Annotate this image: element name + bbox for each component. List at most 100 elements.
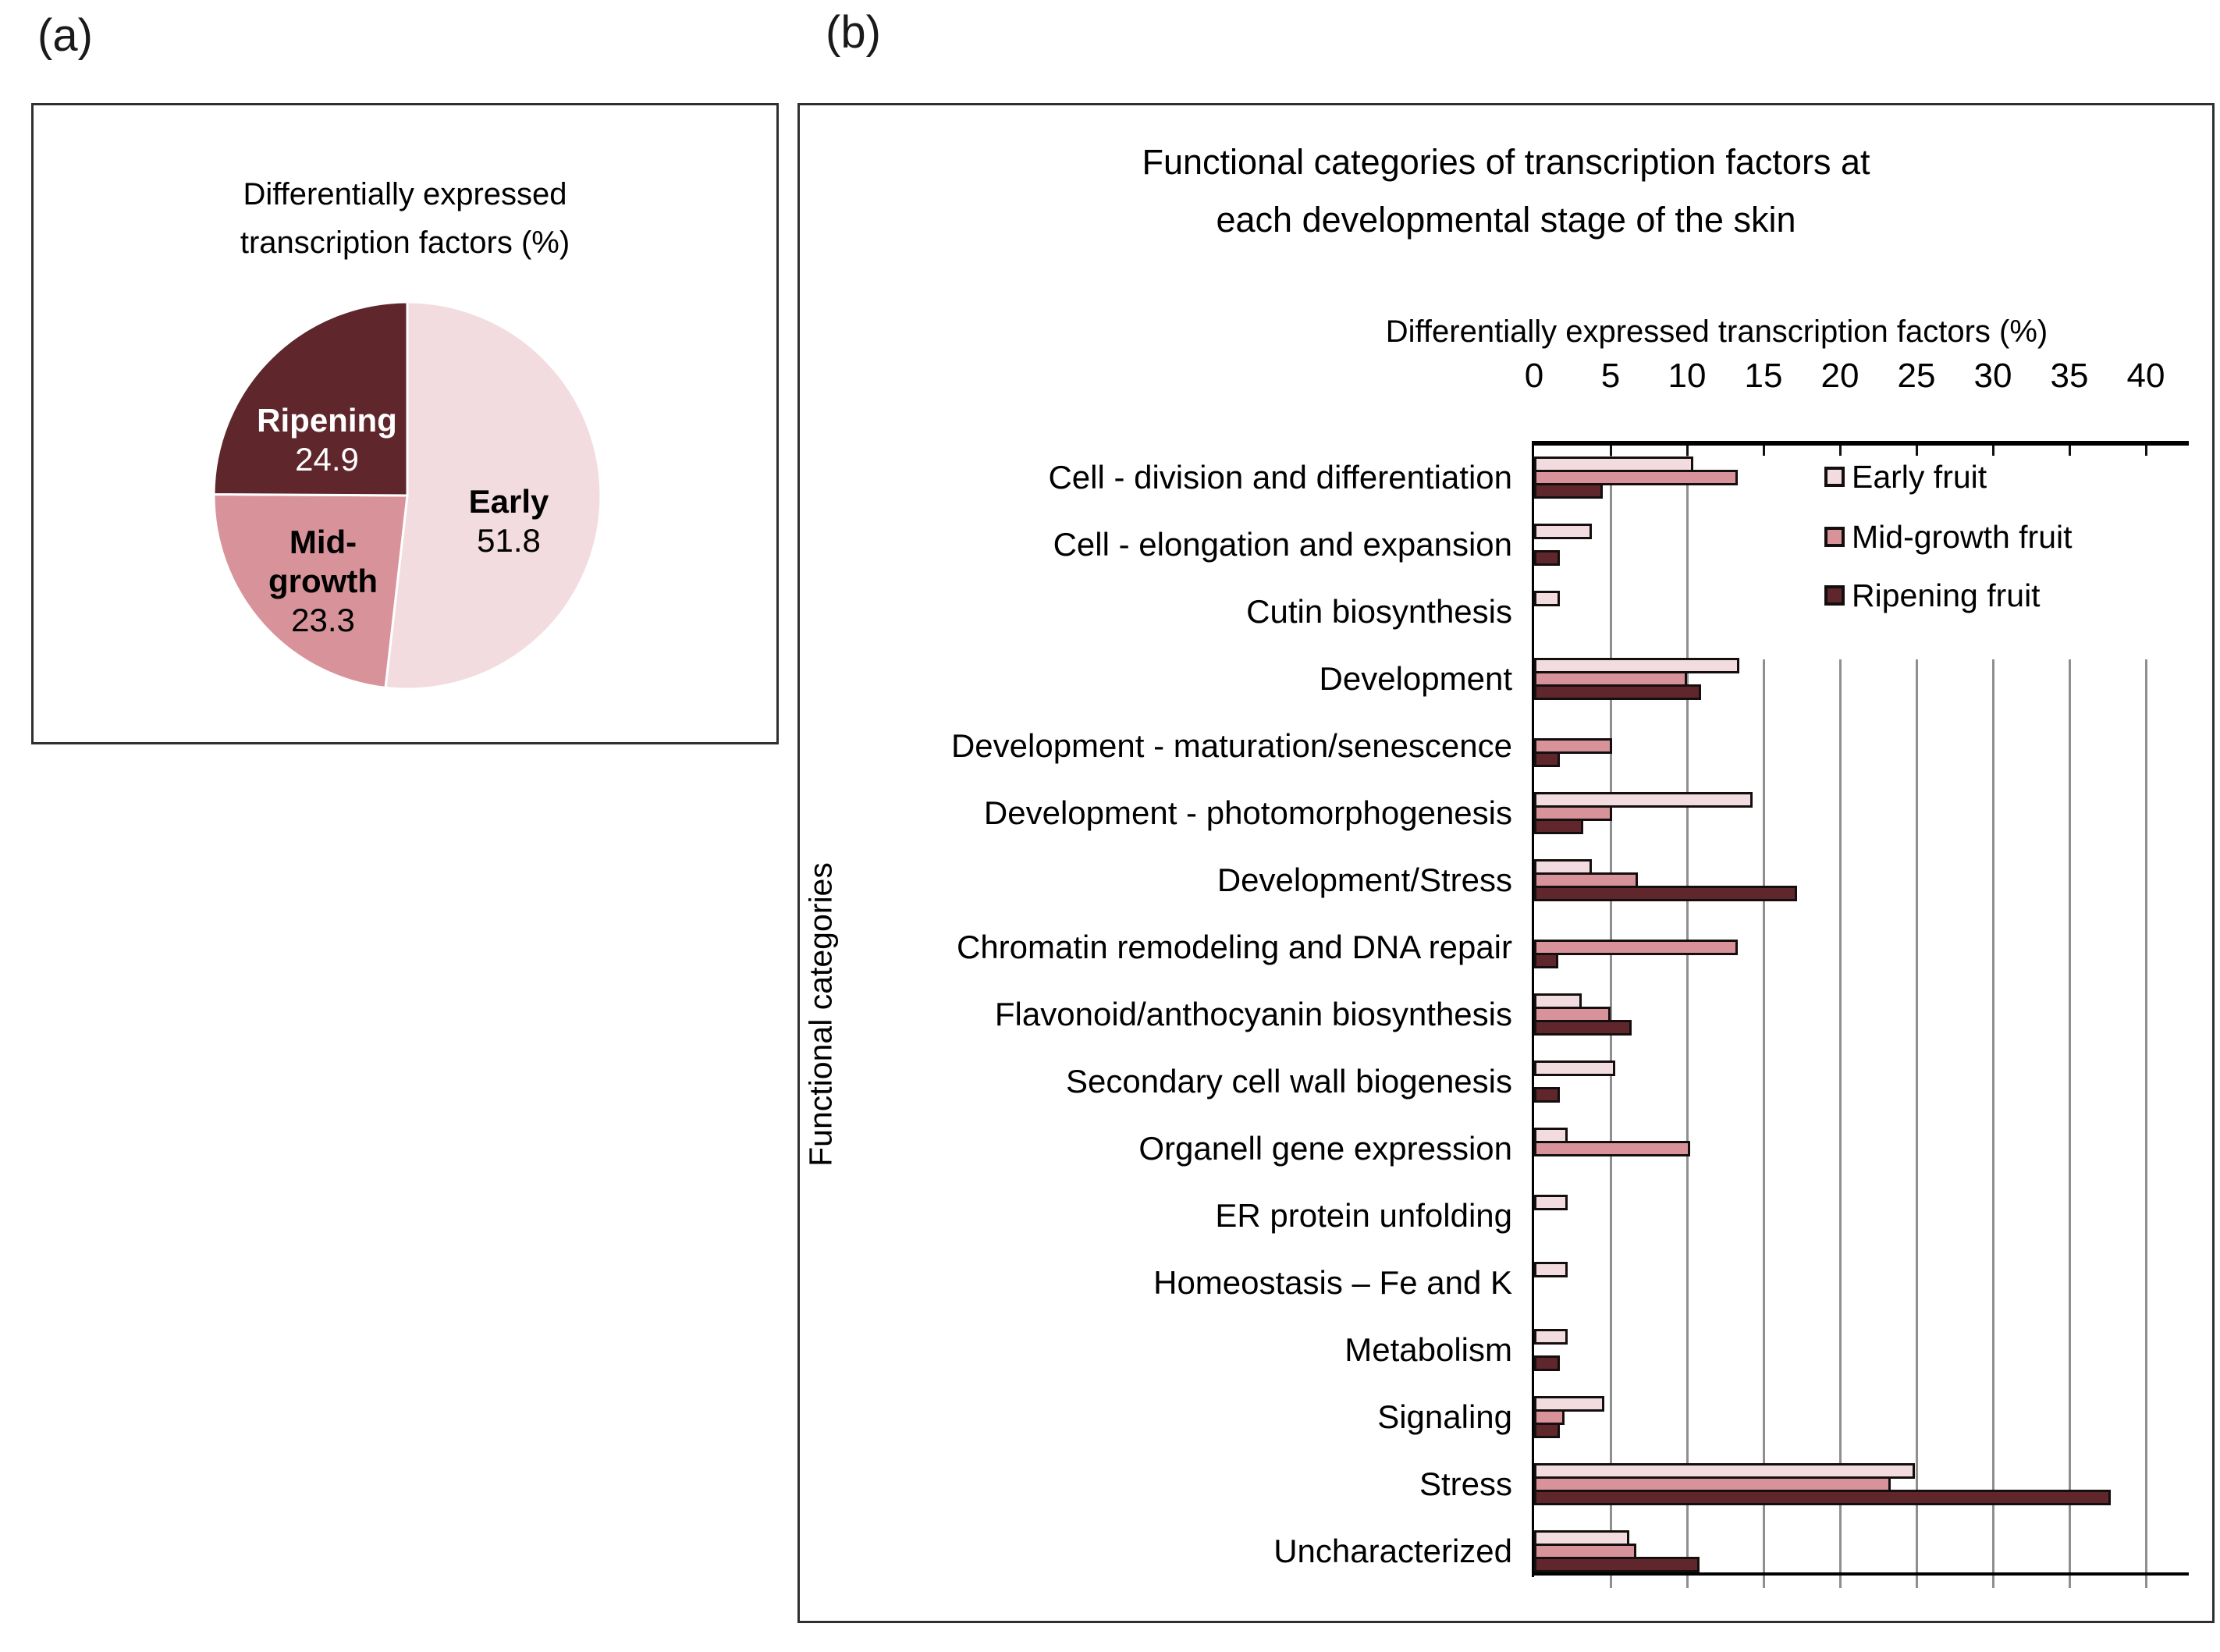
pie-slice-name: Early	[468, 483, 549, 520]
legend-marker-early-fruit	[1824, 467, 1845, 487]
gridline-5	[1609, 446, 1612, 1588]
left-axis-line	[1532, 441, 1534, 1577]
legend-item-ripening-fruit: Ripening fruit	[1824, 577, 2041, 614]
category-label: Metabolism	[1344, 1331, 1512, 1368]
category-label: Development - maturation/senescence	[950, 727, 1512, 764]
bar-title-line1: Functional categories of transcription f…	[1142, 142, 1870, 182]
bar-mid-growth-fruit	[1534, 738, 1612, 754]
legend-label: Ripening fruit	[1852, 577, 2041, 613]
category-label: Development/Stress	[1217, 862, 1512, 898]
x-tick-label-5: 5	[1600, 357, 1621, 395]
x-tick-label-25: 25	[1897, 357, 1936, 395]
pie-title-line2: transcription factors (%)	[240, 226, 570, 260]
bar-title-line2: each developmental stage of the skin	[1216, 200, 1796, 240]
axis-tick-10	[1685, 446, 1689, 456]
bar-ripening-fruit	[1534, 550, 1561, 566]
panel-a-tag: (a)	[37, 10, 93, 61]
category-label: Organell gene expression	[1138, 1130, 1512, 1167]
axis-tick-25	[1915, 446, 1918, 456]
bar-early-fruit	[1534, 591, 1561, 606]
category-label: Development - photomorphogenesis	[983, 794, 1512, 831]
x-tick-label-30: 30	[1973, 357, 2012, 395]
pie-slice-early	[384, 300, 602, 691]
bar-mid-growth-fruit	[1534, 940, 1738, 955]
axis-tick-15	[1762, 446, 1765, 456]
axis-tick-5	[1609, 446, 1612, 456]
axis-tick-20	[1838, 446, 1842, 456]
bottom-axis-line	[1532, 1572, 2189, 1576]
category-label: Cutin biosynthesis	[1246, 593, 1512, 630]
category-label: Cell - elongation and expansion	[1053, 526, 1512, 563]
pie-slice-value: 23.3	[291, 602, 355, 638]
category-label: Uncharacterized	[1273, 1533, 1512, 1569]
x-tick-label-35: 35	[2050, 357, 2089, 395]
gridline-30	[1991, 446, 1994, 1588]
bar-early-fruit	[1534, 1396, 1605, 1412]
legend-item-early-fruit: Early fruit	[1824, 458, 1987, 496]
gridline-25	[1915, 446, 1918, 1588]
bar-ripening-fruit	[1534, 1355, 1561, 1371]
panel-a-box: Differentially expressed transcription f…	[31, 103, 779, 744]
bar-early-fruit	[1534, 524, 1593, 539]
gridline-20	[1838, 446, 1842, 1588]
top-axis-line	[1532, 441, 2189, 446]
bar-ripening-fruit	[1534, 819, 1583, 834]
category-label: Flavonoid/anthocyanin biosynthesis	[994, 996, 1512, 1032]
category-label: Stress	[1419, 1465, 1512, 1502]
pie-svg	[212, 300, 602, 691]
category-label: ER protein unfolding	[1215, 1197, 1512, 1234]
bar-mid-growth-fruit	[1534, 470, 1738, 485]
pie-slice-ripening	[212, 300, 409, 497]
x-axis-tick-labels: 0 5 10 15 20 25 30 35 40	[800, 357, 2212, 400]
bar-ripening-fruit	[1534, 1490, 2111, 1505]
pie-slice-mid-growth	[212, 492, 409, 690]
bar-early-fruit	[1534, 792, 1753, 808]
category-label: Secondary cell wall biogenesis	[1066, 1063, 1512, 1100]
x-axis-title: Differentially expressed transcription f…	[1385, 314, 2048, 349]
legend-label: Early fruit	[1852, 458, 1987, 495]
bar-ripening-fruit	[1534, 886, 1798, 901]
axis-tick-40	[2144, 446, 2147, 456]
bar-early-fruit	[1534, 1195, 1568, 1210]
bar-ripening-fruit	[1534, 751, 1561, 767]
legend-label: Mid-growth fruit	[1852, 518, 2073, 555]
gridline-35	[2068, 446, 2071, 1588]
bar-mid-growth-fruit	[1534, 1141, 1690, 1156]
axis-tick-35	[2068, 446, 2071, 456]
category-label: Cell - division and differentiation	[1048, 459, 1512, 496]
x-tick-label-10: 10	[1668, 357, 1707, 395]
pie-slice-name: Ripening	[257, 402, 397, 439]
x-tick-label-15: 15	[1744, 357, 1783, 395]
gridline-10	[1685, 446, 1689, 1588]
pie-slice-name: Mid-growth	[268, 524, 378, 599]
bar-ripening-fruit	[1534, 1423, 1561, 1438]
gridline-15	[1762, 446, 1765, 1588]
pie-title-line1: Differentially expressed	[243, 177, 567, 211]
bar-chart-title: Functional categories of transcription f…	[800, 133, 2212, 249]
category-label: Signaling	[1377, 1398, 1512, 1435]
bar-early-fruit	[1534, 1262, 1568, 1277]
legend-item-mid-growth-fruit: Mid-growth fruit	[1824, 518, 2073, 556]
gridline-40	[2144, 446, 2147, 1588]
panel-b-tag: (b)	[826, 7, 881, 58]
legend-marker-mid-growth-fruit	[1824, 527, 1845, 547]
axis-tick-30	[1991, 446, 1994, 456]
x-tick-label-0: 0	[1524, 357, 1544, 395]
panel-b-box: Functional categories of transcription f…	[797, 103, 2215, 1623]
pie-slice-value: 51.8	[477, 522, 541, 559]
pie-chart-title: Differentially expressed transcription f…	[34, 170, 776, 267]
bar-ripening-fruit	[1534, 483, 1604, 499]
bar-ripening-fruit	[1534, 684, 1701, 700]
bar-ripening-fruit	[1534, 1557, 1700, 1572]
x-tick-label-40: 40	[2126, 357, 2165, 395]
pie-slice-value: 24.9	[295, 441, 359, 478]
x-tick-label-20: 20	[1820, 357, 1859, 395]
category-label: Homeostasis – Fe and K	[1153, 1264, 1512, 1301]
bar-ripening-fruit	[1534, 953, 1559, 968]
bar-ripening-fruit	[1534, 1087, 1561, 1103]
